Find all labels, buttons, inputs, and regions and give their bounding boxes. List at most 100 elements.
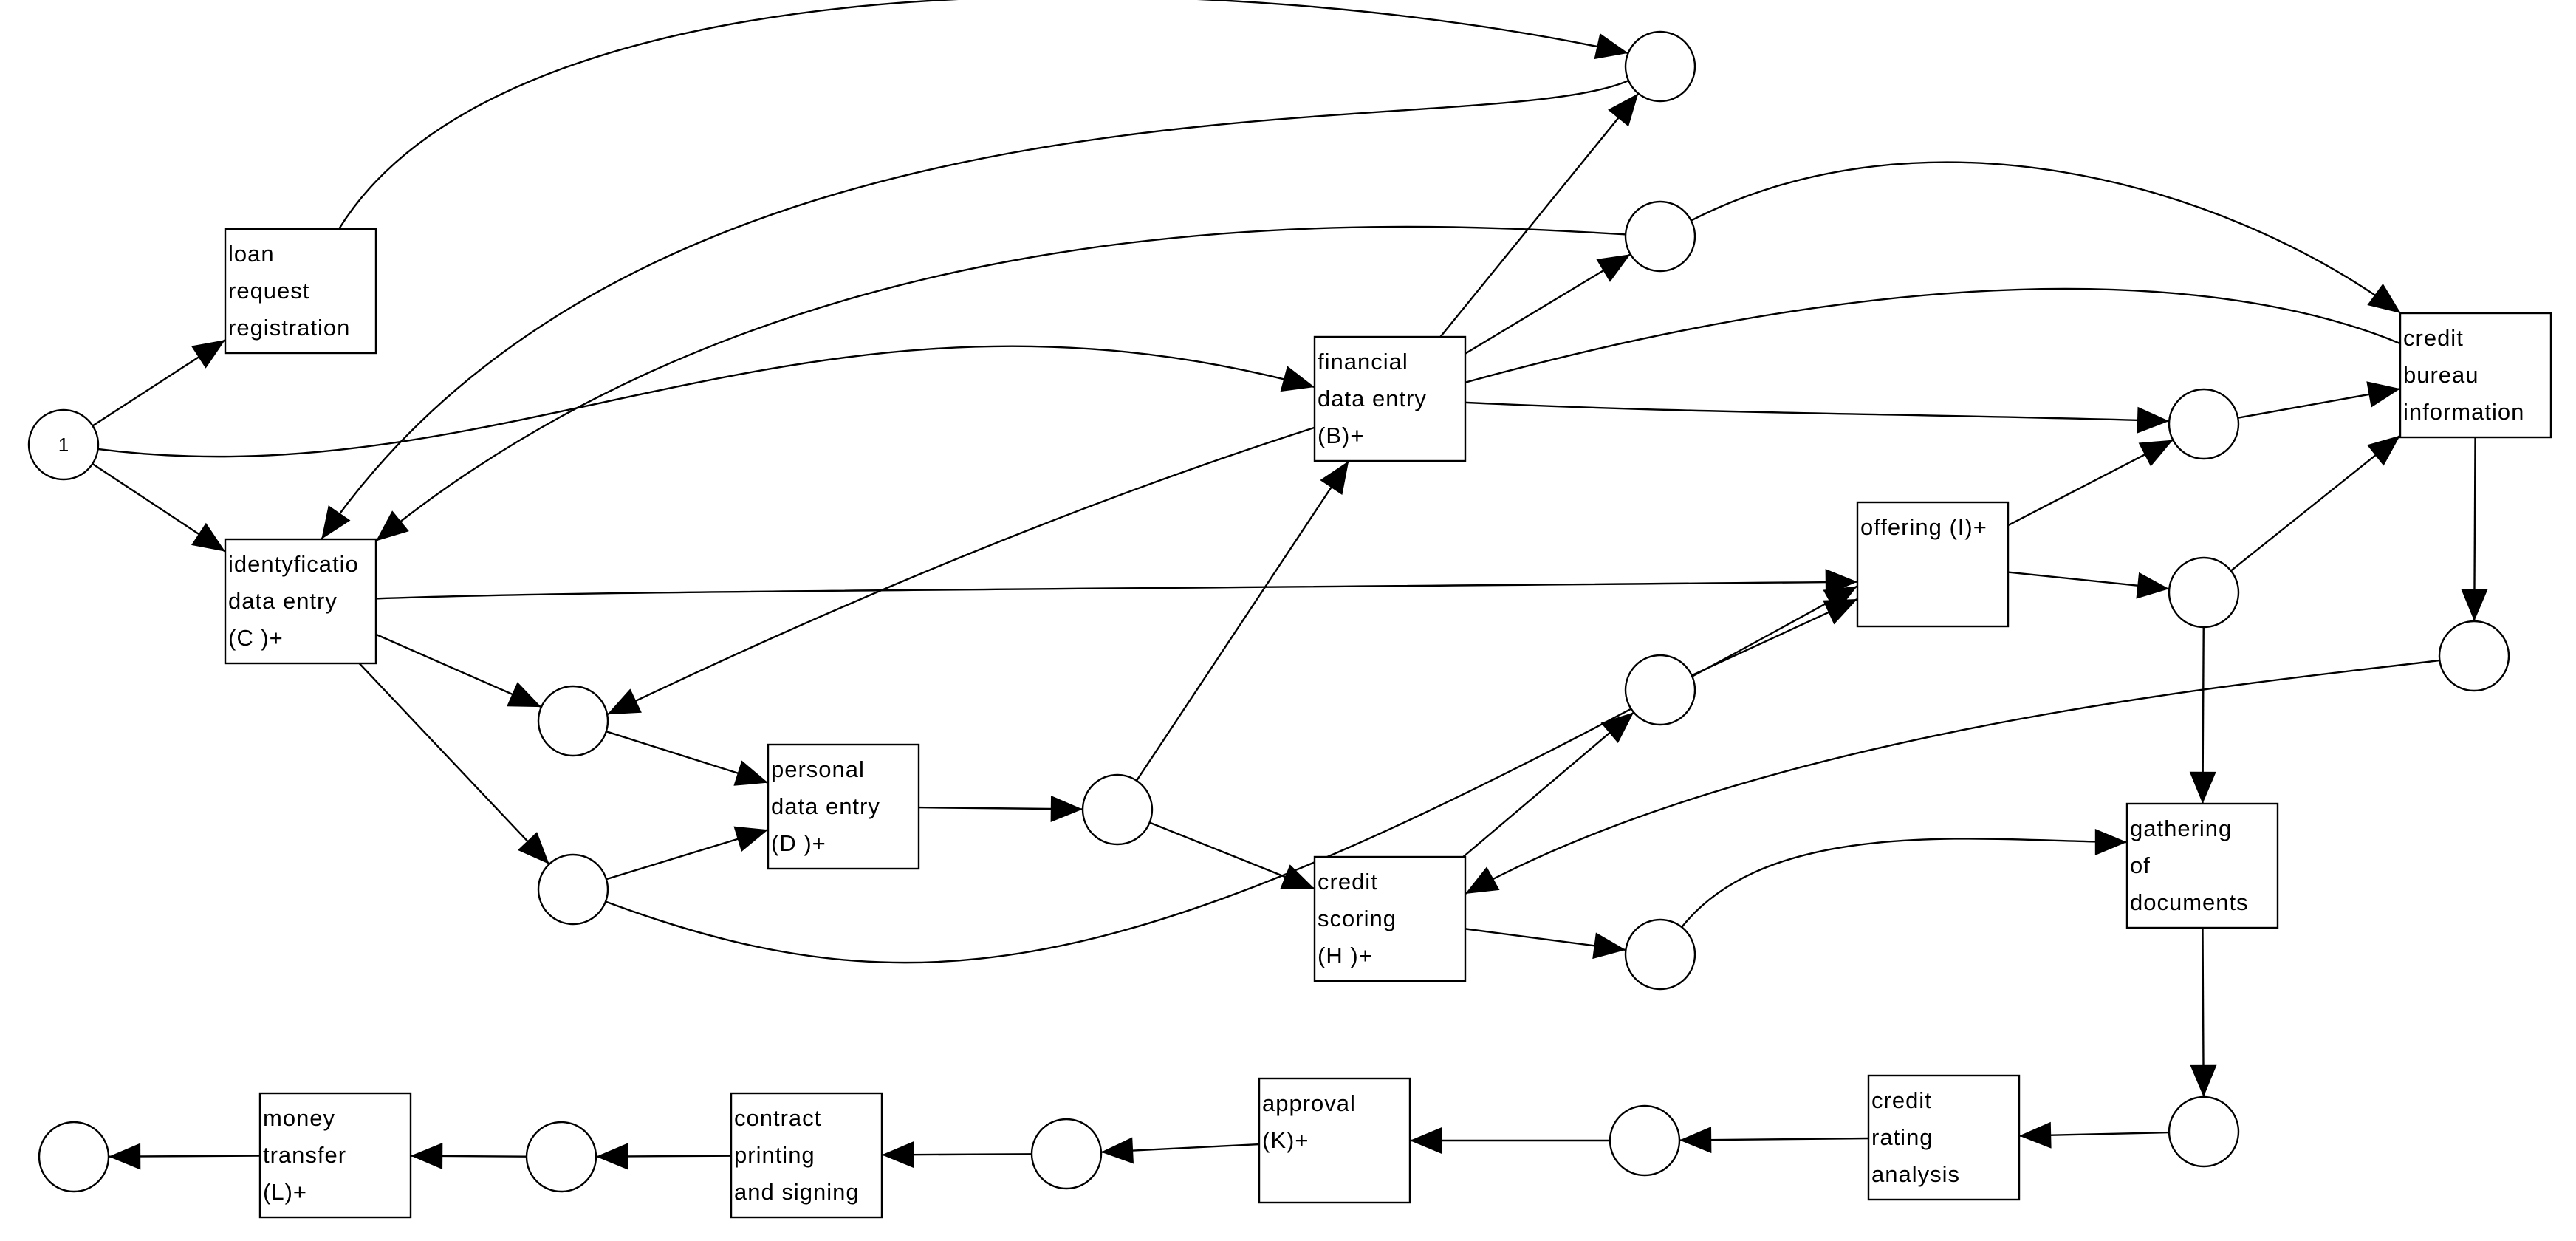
arc-t_offering-to-p_o1 bbox=[2007, 439, 2174, 527]
arc-p_start-to-t_financial bbox=[97, 345, 1315, 458]
transition-label-line: (B)+ bbox=[1318, 423, 1364, 448]
place-p_rating_out bbox=[1609, 1104, 1681, 1177]
transition-label-line: credit bbox=[1871, 1087, 1932, 1113]
transition-box bbox=[1867, 1074, 2021, 1201]
arc-t_contract-to-p_contract_out bbox=[595, 1143, 732, 1170]
arc-t_ident-to-t_offering bbox=[375, 569, 1858, 600]
transition-box bbox=[224, 538, 377, 665]
place-circle bbox=[2438, 620, 2510, 692]
arc-t_offering-to-p_o2 bbox=[2007, 571, 2170, 599]
arc-p_h2-to-t_gathering bbox=[1681, 828, 2128, 928]
place-circle bbox=[1624, 654, 1696, 726]
transition-label-line: identyficatio bbox=[228, 551, 359, 577]
transition-box bbox=[224, 228, 377, 355]
arc-p_o2-to-t_gathering bbox=[2189, 626, 2216, 804]
transition-label-line: documents bbox=[2130, 889, 2249, 915]
place-p_contract_out bbox=[525, 1121, 597, 1193]
arc-t_loan-to-p_top1 bbox=[338, 0, 1628, 230]
place-p_h2 bbox=[1624, 918, 1696, 991]
transition-label-line: request bbox=[228, 278, 309, 304]
transition-box bbox=[730, 1092, 883, 1219]
arc-p_d-to-t_financial bbox=[1135, 460, 1350, 782]
place-p_d bbox=[1081, 773, 1154, 846]
place-circle bbox=[537, 853, 609, 926]
arc-p_top1-to-t_ident bbox=[321, 79, 1629, 540]
arc-t_credit_scoring-to-p_h1 bbox=[1462, 711, 1634, 858]
transition-label-line: contract bbox=[734, 1105, 821, 1131]
place-circle bbox=[1030, 1118, 1103, 1190]
arc-t_bureau-to-p_bureau_out bbox=[2461, 437, 2488, 622]
place-token: 1 bbox=[58, 434, 69, 456]
transition-label-line: approval bbox=[1262, 1090, 1356, 1116]
place-circle bbox=[2168, 556, 2240, 629]
arc-t_bureau-to-p_c1 bbox=[606, 287, 2401, 716]
transition-label-line: credit bbox=[2403, 325, 2464, 351]
place-p_bureau_out bbox=[2438, 620, 2510, 692]
transition-box bbox=[1313, 855, 1467, 982]
transition-box bbox=[2399, 312, 2552, 439]
transition-t_offering: offering (I)+ bbox=[1856, 501, 2010, 628]
transition-label-line: printing bbox=[734, 1142, 815, 1168]
arc-p_top2-to-t_bureau bbox=[1690, 161, 2402, 314]
place-circle bbox=[2168, 388, 2240, 460]
transition-label-line: data entry bbox=[771, 793, 880, 819]
place-p_c1 bbox=[537, 685, 609, 757]
transition-label-line: information bbox=[2403, 399, 2524, 425]
arc-p_o1-to-t_bureau bbox=[2238, 381, 2401, 419]
transition-box bbox=[767, 743, 920, 870]
arc-t_credit_scoring-to-p_h2 bbox=[1465, 928, 1626, 960]
transition-label-line: data entry bbox=[228, 588, 338, 614]
transition-label-line: scoring bbox=[1318, 906, 1397, 931]
place-p_h1 bbox=[1624, 654, 1696, 726]
place-circle bbox=[1624, 918, 1696, 991]
transition-t_gathering: gathering of documents bbox=[2125, 802, 2279, 929]
place-circle bbox=[1609, 1104, 1681, 1177]
transition-box bbox=[1313, 335, 1467, 462]
arc-p_top2-to-t_ident bbox=[375, 225, 1626, 542]
arc-t_ident-to-p_c1 bbox=[375, 633, 542, 708]
place-p_end bbox=[38, 1121, 110, 1193]
arc-p_bureau_out-to-t_credit_scoring bbox=[1465, 659, 2440, 895]
arc-p_start-to-t_ident bbox=[92, 462, 226, 553]
place-p_start: 1 bbox=[27, 408, 100, 481]
transition-t_rating: credit rating analysis bbox=[1867, 1074, 2021, 1201]
place-p_top2 bbox=[1624, 200, 1696, 273]
arc-p_c2-to-t_personal bbox=[606, 826, 769, 881]
place-circle bbox=[537, 685, 609, 757]
transition-label-line: gathering bbox=[2130, 816, 2232, 841]
transition-label-line: (K)+ bbox=[1262, 1127, 1309, 1153]
arc-t_financial-to-p_o1 bbox=[1465, 401, 2170, 434]
arc-p_gather_out-to-t_rating bbox=[2018, 1121, 2170, 1149]
place-circle bbox=[1624, 30, 1696, 103]
arc-p_start-to-t_loan bbox=[92, 339, 226, 427]
transition-box bbox=[1258, 1077, 1411, 1204]
place-circle bbox=[2168, 1095, 2240, 1168]
arc-p_c1-to-t_personal bbox=[606, 731, 769, 786]
transition-label-line: rating bbox=[1871, 1124, 1933, 1150]
arc-t_approval-to-p_approval_out bbox=[1100, 1137, 1260, 1164]
transition-box bbox=[2125, 802, 2279, 929]
place-p_o2 bbox=[2168, 556, 2240, 629]
transition-label-line: (H )+ bbox=[1318, 943, 1373, 968]
place-circle bbox=[38, 1121, 110, 1193]
transition-label-line: financial bbox=[1318, 349, 1408, 375]
place-p_c2 bbox=[537, 853, 609, 926]
transition-label-line: analysis bbox=[1871, 1161, 1960, 1187]
arc-t_financial-to-p_top2 bbox=[1465, 253, 1631, 355]
places-layer: 1 bbox=[27, 30, 2510, 1193]
arc-t_personal-to-p_d bbox=[918, 796, 1083, 823]
transition-label-line: of bbox=[2130, 852, 2151, 878]
arc-t_ident-to-p_c2 bbox=[358, 663, 550, 865]
transition-box bbox=[258, 1092, 412, 1219]
arc-p_d-to-t_credit_scoring bbox=[1149, 821, 1315, 890]
transition-label-line: (L)+ bbox=[263, 1179, 307, 1205]
